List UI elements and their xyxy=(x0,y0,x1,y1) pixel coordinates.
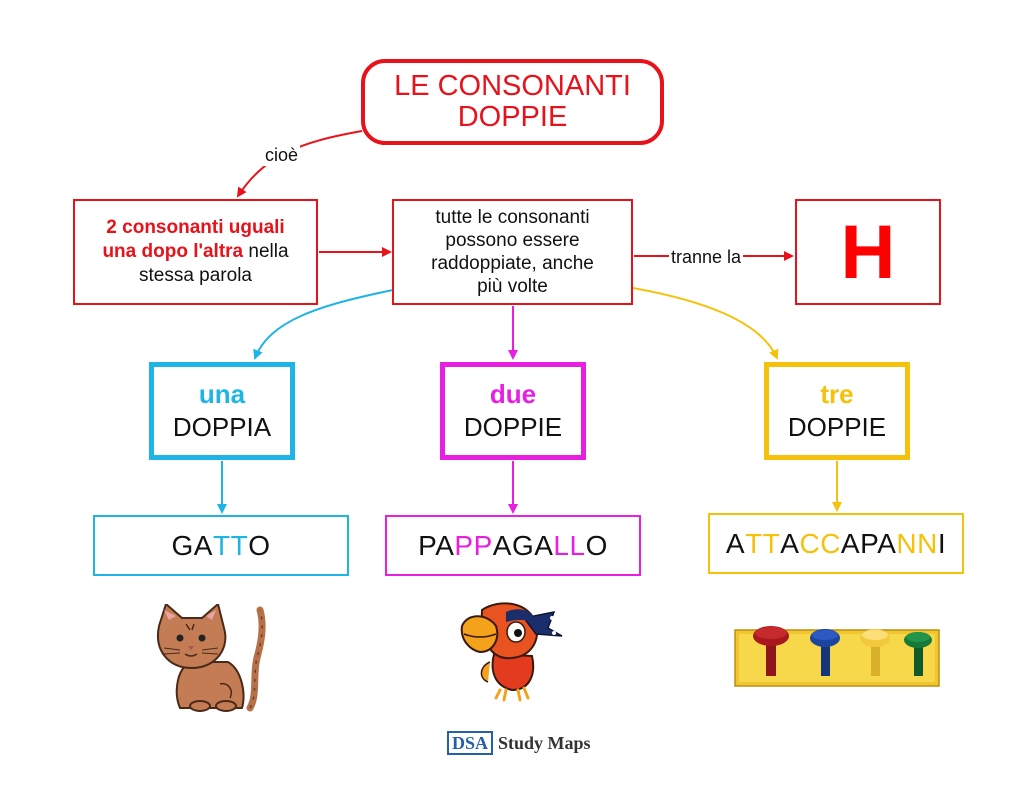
exception-letter: H xyxy=(840,209,896,295)
title-line-2: DOPPIE xyxy=(457,101,568,133)
coat-rack-icon xyxy=(734,626,940,687)
category-number: una xyxy=(198,379,246,409)
rule-line-3: raddoppiate, anche xyxy=(431,253,594,274)
definition-bold-line-2: una dopo l'altra xyxy=(102,241,244,262)
category-number: tre xyxy=(820,379,854,409)
connector-label-cioe: cioè xyxy=(263,145,301,166)
parrot-icon xyxy=(460,602,563,702)
definition-line-3: stessa parola xyxy=(138,265,252,286)
arrow-rule-to-una xyxy=(253,289,394,360)
definition-bold-line-1: 2 consonanti uguali xyxy=(106,217,285,238)
definition-rest-line-2: nella xyxy=(243,241,289,262)
rule-line-2: possono essere xyxy=(445,230,580,251)
exception-letter-box: H xyxy=(795,199,941,305)
rule-line-1: tutte le consonanti xyxy=(435,207,590,228)
title-line-1: LE CONSONANTI xyxy=(394,70,631,102)
title-box: LE CONSONANTI DOPPIE xyxy=(361,59,664,145)
rule-box: tutte le consonanti possono essere raddo… xyxy=(392,199,633,305)
logo-text: Study Maps xyxy=(498,732,591,753)
footer-logo: DSA Study Maps xyxy=(447,731,591,755)
category-box-una: una DOPPIA xyxy=(149,362,295,460)
definition-box: 2 consonanti uguali una dopo l'altra nel… xyxy=(73,199,318,305)
category-number: due xyxy=(489,379,537,409)
category-box-tre: tre DOPPIE xyxy=(764,362,910,460)
logo-badge: DSA xyxy=(447,731,494,755)
category-label: DOPPIE xyxy=(463,412,563,442)
cat-icon xyxy=(157,604,266,712)
category-box-due: due DOPPIE xyxy=(440,362,586,460)
category-label: DOPPIE xyxy=(787,412,887,442)
arrow-rule-to-tre xyxy=(632,287,779,360)
connector-label-tranne: tranne la xyxy=(669,247,744,268)
rule-line-4: più volte xyxy=(477,276,548,297)
category-label: DOPPIA xyxy=(172,412,272,442)
